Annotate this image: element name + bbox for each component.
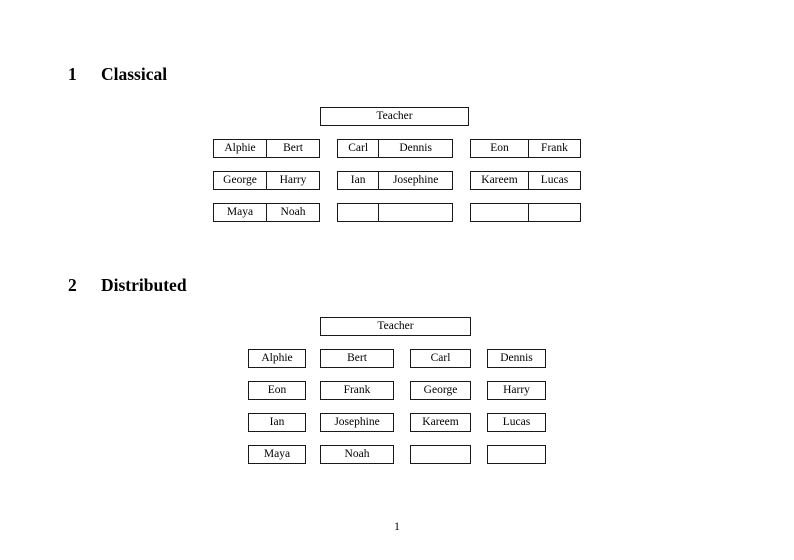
classical-group-3-row-3: [470, 203, 581, 222]
distributed-box: Noah: [320, 445, 394, 464]
distributed-box: Eon: [248, 381, 306, 400]
table-cell: Eon: [490, 142, 509, 154]
distributed-box: Alphie: [248, 349, 306, 368]
distributed-box: Lucas: [487, 413, 546, 432]
classical-group-3-row-1: Eon Frank: [470, 139, 581, 158]
table-cell: Carl: [348, 142, 369, 154]
classical-group-1-row-2: George Harry: [213, 171, 320, 190]
classical-group-3-row-2: Kareem Lucas: [470, 171, 581, 190]
distributed-box: Bert: [320, 349, 394, 368]
distributed-box: [410, 445, 471, 464]
table-cell: Maya: [226, 206, 254, 218]
classical-group-1-row-3: Maya Noah: [213, 203, 320, 222]
table-cell: Frank: [527, 140, 580, 157]
table-cell: Josephine: [378, 172, 452, 189]
distributed-box: [487, 445, 546, 464]
table-cell: Dennis: [378, 140, 452, 157]
distributed-teacher-box: Teacher: [320, 317, 471, 336]
table-cell: Alphie: [224, 142, 256, 154]
distributed-box: Frank: [320, 381, 394, 400]
section-number: 1: [68, 64, 77, 84]
section-heading-distributed: 2 Distributed: [68, 275, 187, 295]
table-cell: Kareem: [481, 174, 518, 186]
classical-group-2-row-2: Ian Josephine: [337, 171, 453, 190]
table-cell: Harry: [266, 172, 319, 189]
section-title: Distributed: [101, 275, 187, 295]
classical-group-2-row-1: Carl Dennis: [337, 139, 453, 158]
distributed-box: Carl: [410, 349, 471, 368]
table-cell: Noah: [266, 204, 319, 221]
distributed-box: Ian: [248, 413, 306, 432]
distributed-box: Harry: [487, 381, 546, 400]
table-cell: [527, 204, 580, 221]
distributed-box: Dennis: [487, 349, 546, 368]
classical-teacher-box: Teacher: [320, 107, 469, 126]
distributed-box: Kareem: [410, 413, 471, 432]
section-heading-classical: 1 Classical: [68, 64, 167, 84]
classical-group-1-row-1: Alphie Bert: [213, 139, 320, 158]
classical-group-2-row-3: [337, 203, 453, 222]
table-cell: Bert: [266, 140, 319, 157]
distributed-box: Maya: [248, 445, 306, 464]
page-number: 1: [394, 521, 400, 533]
section-number: 2: [68, 275, 77, 295]
distributed-box: Josephine: [320, 413, 394, 432]
table-cell: [338, 204, 378, 221]
table-cell: Lucas: [527, 172, 580, 189]
table-cell: Ian: [350, 174, 366, 186]
table-cell: [471, 204, 528, 221]
section-title: Classical: [101, 64, 168, 84]
distributed-box: George: [410, 381, 471, 400]
table-cell: [378, 204, 452, 221]
table-cell: George: [223, 174, 257, 186]
